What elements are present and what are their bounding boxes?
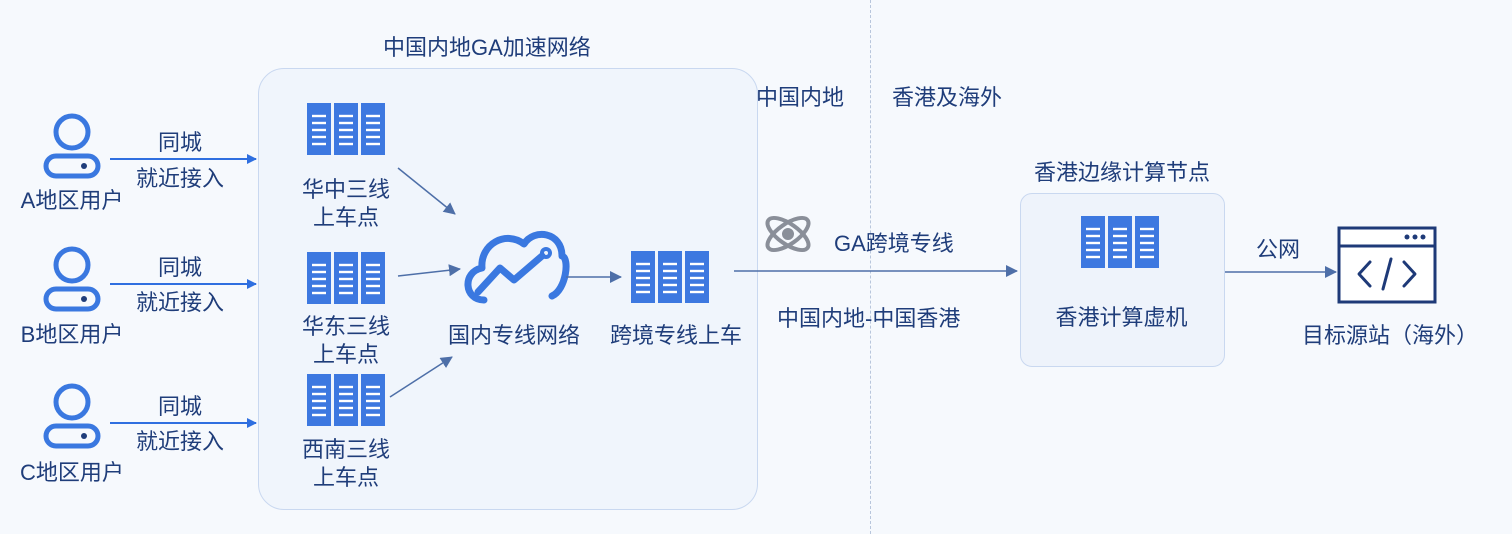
ga-network-title: 中国内地GA加速网络 xyxy=(383,35,591,60)
server-east-icon xyxy=(305,250,387,306)
domestic-network-label: 国内专线网络 xyxy=(447,323,580,348)
node-east-line2: 上车点 xyxy=(312,342,379,367)
node-southwest-line1: 西南三线 xyxy=(301,437,390,462)
public-net-label: 公网 xyxy=(1256,237,1301,262)
node-east-line1: 华东三线 xyxy=(301,314,390,339)
cross-border-boarding-label: 跨境专线上车 xyxy=(609,323,742,348)
link-b-line1: 同城 xyxy=(157,255,202,280)
region-divider xyxy=(870,0,871,534)
arrow-central-to-cloud xyxy=(397,167,456,215)
origin-site-label: 目标源站（海外） xyxy=(1301,323,1478,348)
route-label: 中国内地-中国香港 xyxy=(777,306,961,331)
region-label-overseas: 香港及海外 xyxy=(892,85,1003,110)
server-boarding-icon xyxy=(629,249,711,305)
arrow-southwest-to-cloud xyxy=(389,356,453,398)
server-central-icon xyxy=(305,101,387,157)
user-c-icon xyxy=(46,386,98,446)
link-c-line1: 同城 xyxy=(157,394,202,419)
node-central-line1: 华中三线 xyxy=(301,177,390,202)
cloud-network-icon xyxy=(464,231,570,304)
link-a-line2: 就近接入 xyxy=(135,166,224,191)
node-central-line2: 上车点 xyxy=(312,205,379,230)
server-hk-vm-icon xyxy=(1079,214,1161,270)
ga-line-label: GA跨境专线 xyxy=(834,231,954,256)
user-a-label: A地区用户 xyxy=(20,188,124,213)
node-southwest-line2: 上车点 xyxy=(312,465,379,490)
user-b-icon xyxy=(46,249,98,309)
code-window-icon xyxy=(1337,226,1437,304)
link-a-line1: 同城 xyxy=(157,130,202,155)
hk-edge-title: 香港边缘计算节点 xyxy=(1033,160,1210,185)
hk-vm-label: 香港计算虚机 xyxy=(1055,305,1188,330)
atom-icon xyxy=(765,215,811,253)
server-southwest-icon xyxy=(305,372,387,428)
user-b-label: B地区用户 xyxy=(20,322,124,347)
user-c-label: C地区用户 xyxy=(20,460,124,485)
arrow-east-to-cloud xyxy=(397,264,461,277)
user-a-icon xyxy=(46,116,98,176)
link-b-line2: 就近接入 xyxy=(135,290,224,315)
link-c-line2: 就近接入 xyxy=(135,429,224,454)
region-label-mainland: 中国内地 xyxy=(756,85,845,110)
